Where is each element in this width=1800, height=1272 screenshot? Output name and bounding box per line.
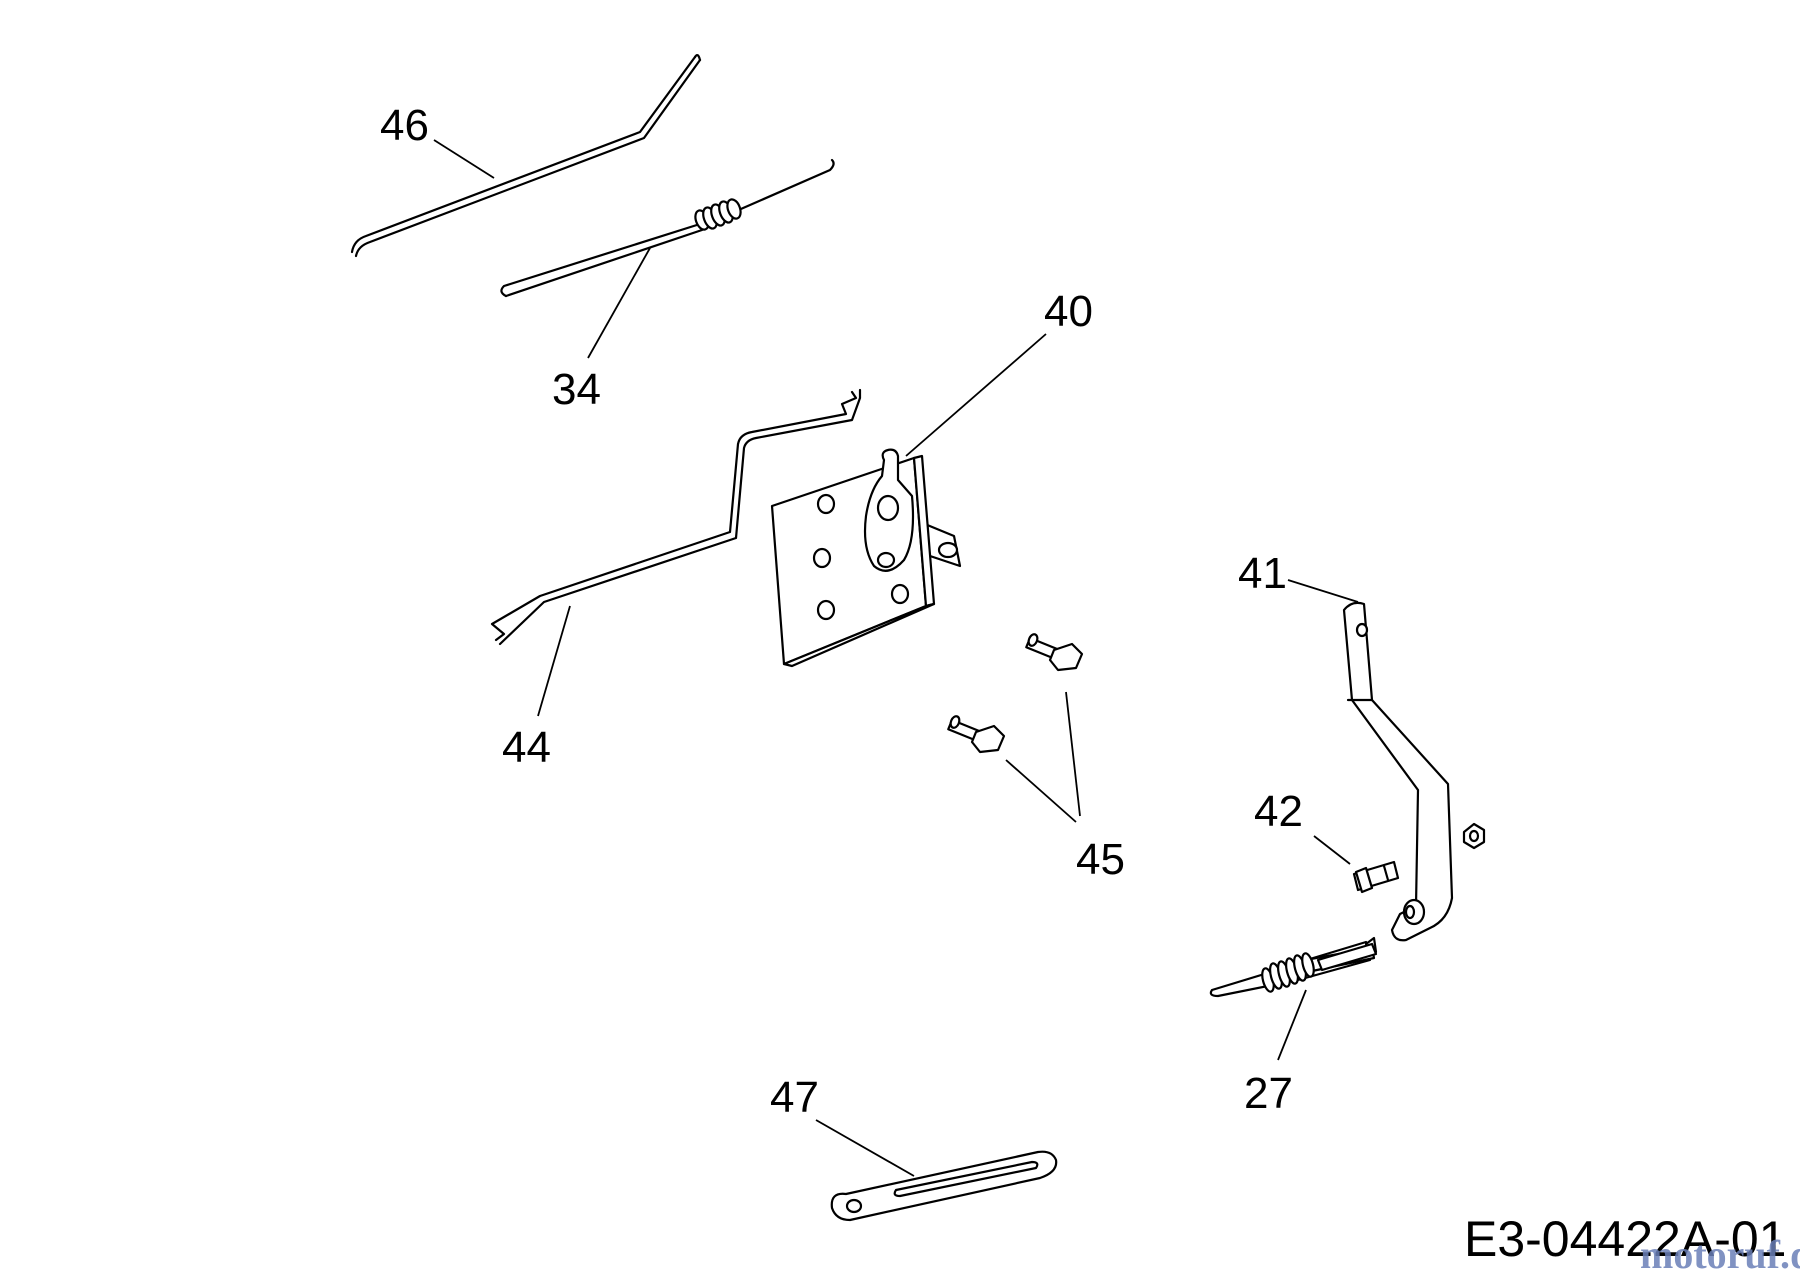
part-44-rod: [490, 388, 862, 646]
leader-46: [433, 139, 495, 179]
part-41-nut: [1462, 822, 1486, 850]
part-40-plate: [770, 448, 962, 668]
callout-45: 45: [1076, 835, 1125, 884]
callout-41: 41: [1238, 549, 1287, 598]
leader-45-upper: [1065, 691, 1081, 817]
callout-47: 47: [770, 1073, 819, 1122]
part-45-bolt-lower: [947, 715, 1006, 754]
part-27-coil: [1261, 952, 1315, 993]
leader-41: [1287, 579, 1359, 603]
part-41-lever: [1342, 601, 1454, 942]
leader-40: [905, 333, 1047, 457]
part-46-rod: [350, 54, 702, 258]
leader-42: [1313, 835, 1351, 865]
callout-46: 46: [380, 101, 429, 150]
callout-labels: 46 34 40 44 41 45 42 27 47: [380, 101, 1303, 1122]
part-27-spring: [1209, 936, 1378, 998]
leader-45-lower: [1005, 759, 1077, 823]
part-47-slotted-bar: [830, 1150, 1058, 1222]
watermark-logo: motoruf.de: [1640, 1232, 1800, 1272]
leader-27: [1277, 989, 1307, 1061]
leader-44: [537, 605, 571, 717]
callout-34: 34: [552, 365, 601, 414]
callout-40: 40: [1044, 287, 1093, 336]
callout-42: 42: [1254, 787, 1303, 836]
drawing-number: E3-04422A-01: [1464, 1211, 1786, 1267]
leader-lines: [433, 139, 1359, 1177]
leader-34: [587, 247, 651, 359]
part-45-bolt-upper: [1025, 633, 1084, 672]
part-34-cable: [500, 158, 835, 298]
callout-44: 44: [502, 723, 551, 772]
part-42-bolt: [1352, 860, 1400, 894]
callout-27: 27: [1244, 1069, 1293, 1118]
part-34-spring: [694, 198, 742, 231]
leader-47: [815, 1119, 915, 1177]
